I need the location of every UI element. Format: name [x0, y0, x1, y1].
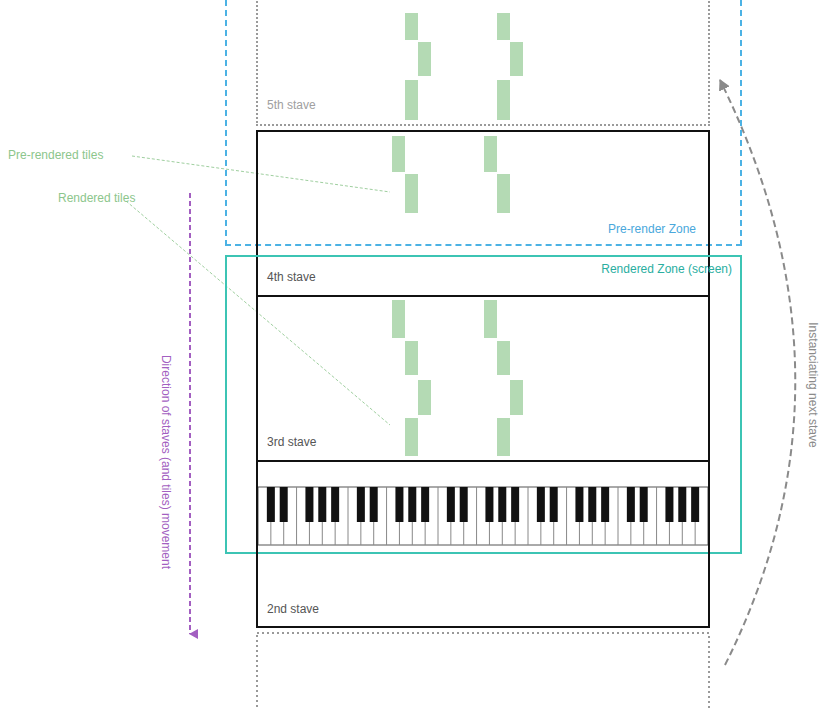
callout-label: Rendered tiles [58, 191, 135, 205]
black-key [460, 487, 468, 522]
stave-box: 2nd stave [256, 460, 710, 628]
black-key [305, 487, 313, 522]
leader-line [132, 156, 390, 192]
black-key [357, 487, 365, 522]
black-key [447, 487, 455, 522]
piano-keyboard [258, 487, 708, 545]
stave-label: 3rd stave [267, 435, 316, 449]
black-key [267, 487, 275, 522]
white-key-edge [296, 487, 297, 545]
stave-box: 5th stave [256, 0, 710, 126]
cycle-arrow [720, 80, 795, 665]
keyboard-frame [258, 487, 708, 545]
black-key [640, 487, 648, 522]
black-key [550, 487, 558, 522]
direction-label: Direction of staves (and tiles) movement [159, 355, 173, 569]
white-key-edge [348, 487, 349, 545]
stave-box: 3rd stave [256, 295, 710, 462]
white-key-edge [528, 487, 529, 545]
cycle-label: Instanciating next stave [806, 322, 820, 447]
white-key-edge [476, 487, 477, 545]
black-key [498, 487, 506, 522]
black-key [408, 487, 416, 522]
black-key [691, 487, 699, 522]
black-key [627, 487, 635, 522]
stave-label: 5th stave [267, 98, 316, 112]
direction-arrow [189, 193, 191, 634]
zone-box: Rendered Zone (screen) [225, 255, 742, 554]
white-key-edge [386, 487, 387, 545]
white-key-edge [566, 487, 567, 545]
black-key [331, 487, 339, 522]
zone-box: Pre-render Zone [225, 0, 742, 246]
black-key [601, 487, 609, 522]
stave-label: 4th stave [267, 270, 316, 284]
white-key-edge [656, 487, 657, 545]
black-key [537, 487, 545, 522]
black-key [318, 487, 326, 522]
tiles [392, 13, 523, 456]
black-key [280, 487, 288, 522]
black-key [485, 487, 493, 522]
black-key [588, 487, 596, 522]
black-key [665, 487, 673, 522]
stave-label: Rendered Zone (screen) [601, 262, 732, 276]
stave-label: Pre-render Zone [608, 222, 696, 236]
white-key-edge [618, 487, 619, 545]
callout-label: Pre-rendered tiles [8, 148, 103, 162]
black-key [395, 487, 403, 522]
black-key [421, 487, 429, 522]
black-key [678, 487, 686, 522]
black-key [370, 487, 378, 522]
stave-outline [257, 633, 709, 710]
black-key [511, 487, 519, 522]
stave-label: 2nd stave [267, 602, 319, 616]
black-key [575, 487, 583, 522]
white-key-edge [438, 487, 439, 545]
